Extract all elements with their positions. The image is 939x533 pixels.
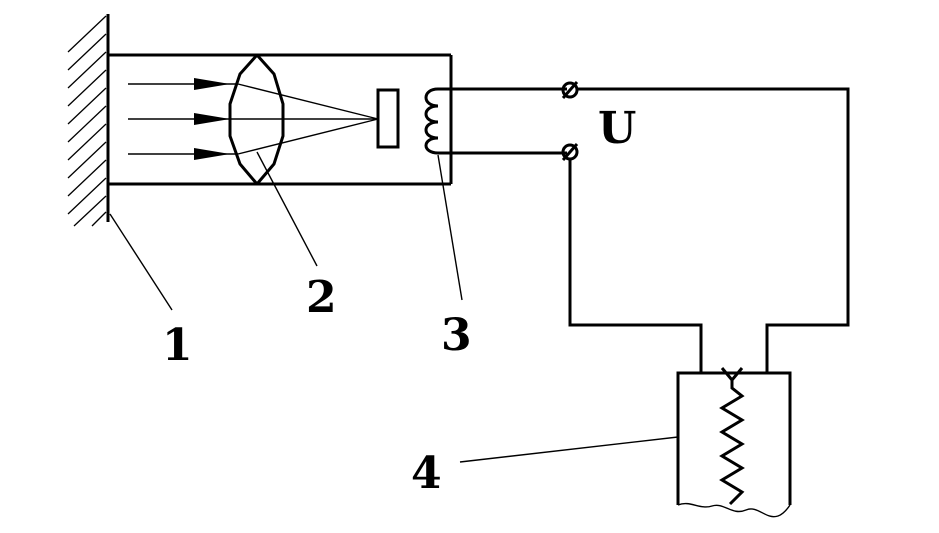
- label-wall: 1: [162, 320, 193, 371]
- label-voltage: U: [598, 103, 636, 154]
- sensor-housing: [108, 53, 453, 186]
- ray-arrow-top: [194, 78, 230, 90]
- spring-icon: [719, 380, 745, 506]
- detector: [376, 88, 400, 149]
- coil: [424, 87, 439, 155]
- leader-2: [256, 151, 318, 267]
- lens: [228, 53, 285, 185]
- label-lens: 2: [306, 272, 337, 323]
- leader-3: [437, 154, 463, 301]
- external-circuit: [568, 87, 850, 373]
- coil-leads: [438, 87, 567, 155]
- light-rays: [128, 78, 238, 160]
- wall-hatching: [67, 15, 107, 227]
- leader-4: [459, 436, 679, 463]
- wiper-arrow-icon: [720, 367, 744, 383]
- wall: [67, 14, 110, 227]
- label-coil: 3: [441, 310, 472, 361]
- leader-lines: [109, 151, 679, 463]
- label-resistor-device: 4: [411, 448, 442, 499]
- resistor-device: [676, 367, 792, 518]
- ray-arrow-middle: [194, 113, 230, 125]
- leader-1: [109, 213, 173, 311]
- converging-rays: [237, 83, 379, 155]
- ray-arrow-bottom: [194, 148, 230, 160]
